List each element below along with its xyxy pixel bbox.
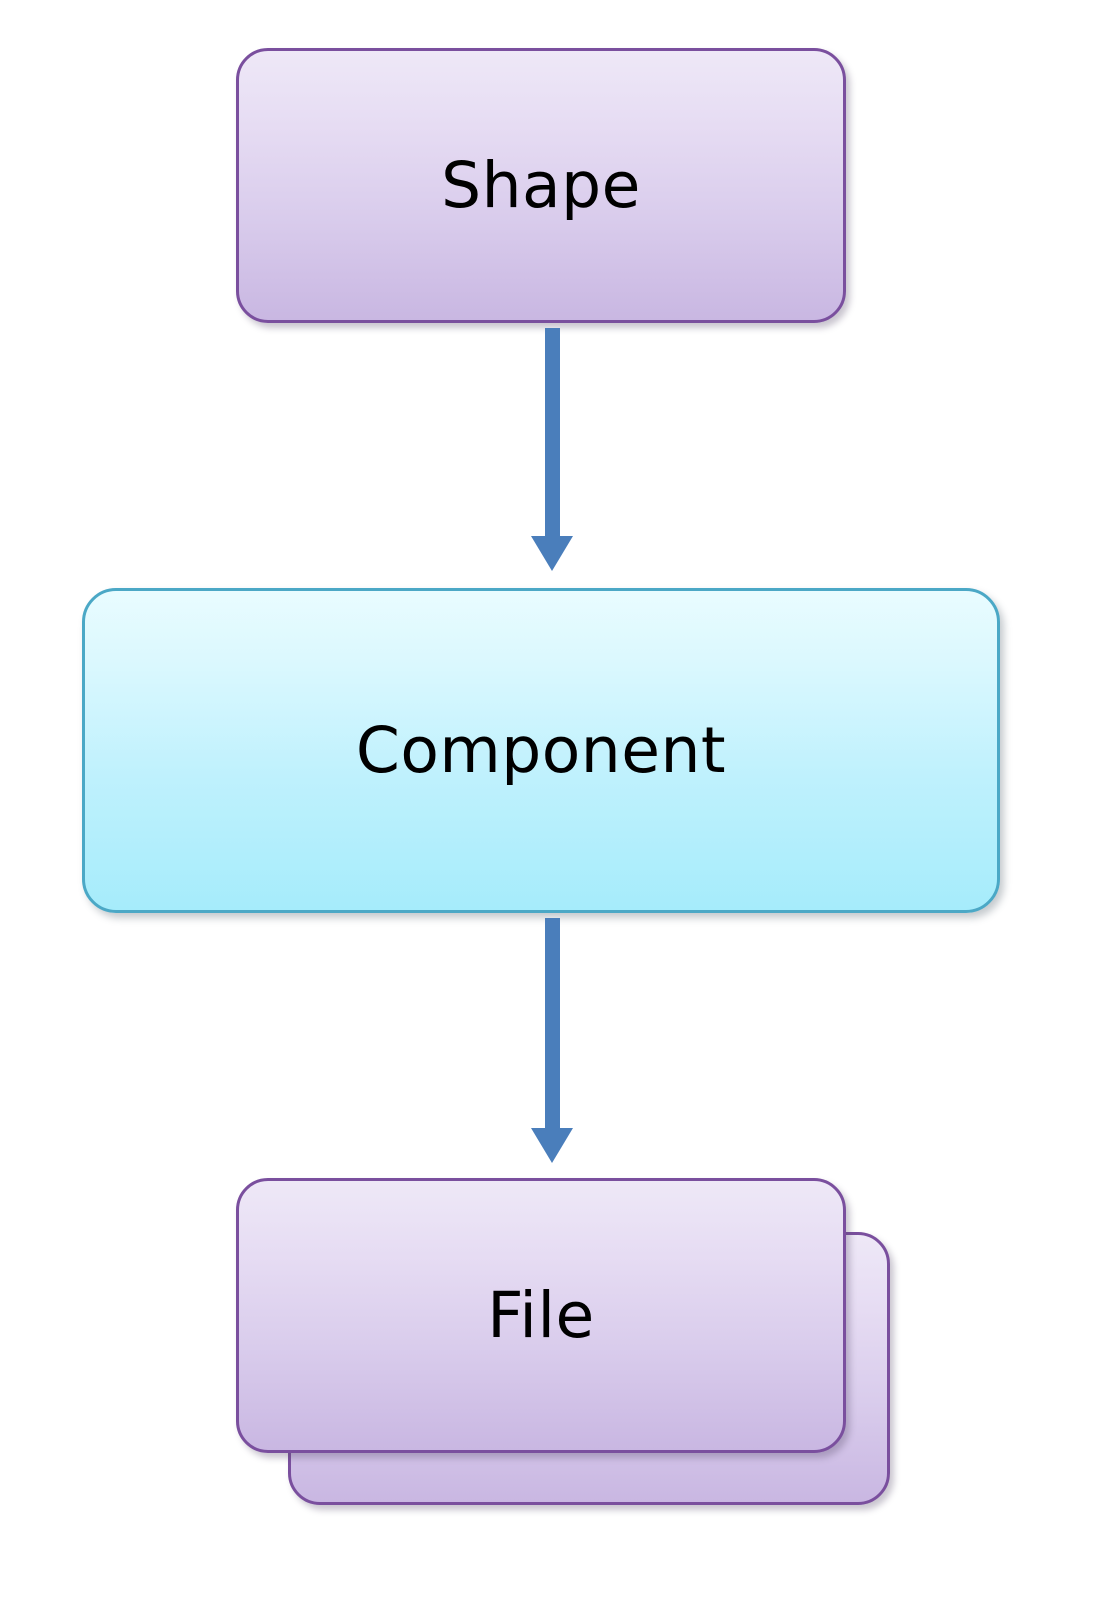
node-component-label: Component [355,714,727,787]
node-shape[interactable]: Shape [236,48,846,323]
node-shape-label: Shape [441,149,641,222]
arrow-down-icon [531,918,573,1163]
connector-component-to-file-arrow[interactable] [512,918,592,1166]
node-file-label: File [487,1279,595,1352]
node-file-front-card[interactable]: File [236,1178,846,1453]
node-component[interactable]: Component [82,588,1000,913]
arrow-down-icon [531,328,573,571]
node-file[interactable]: File [236,1178,890,1505]
connector-shape-to-component-arrow[interactable] [512,328,592,574]
